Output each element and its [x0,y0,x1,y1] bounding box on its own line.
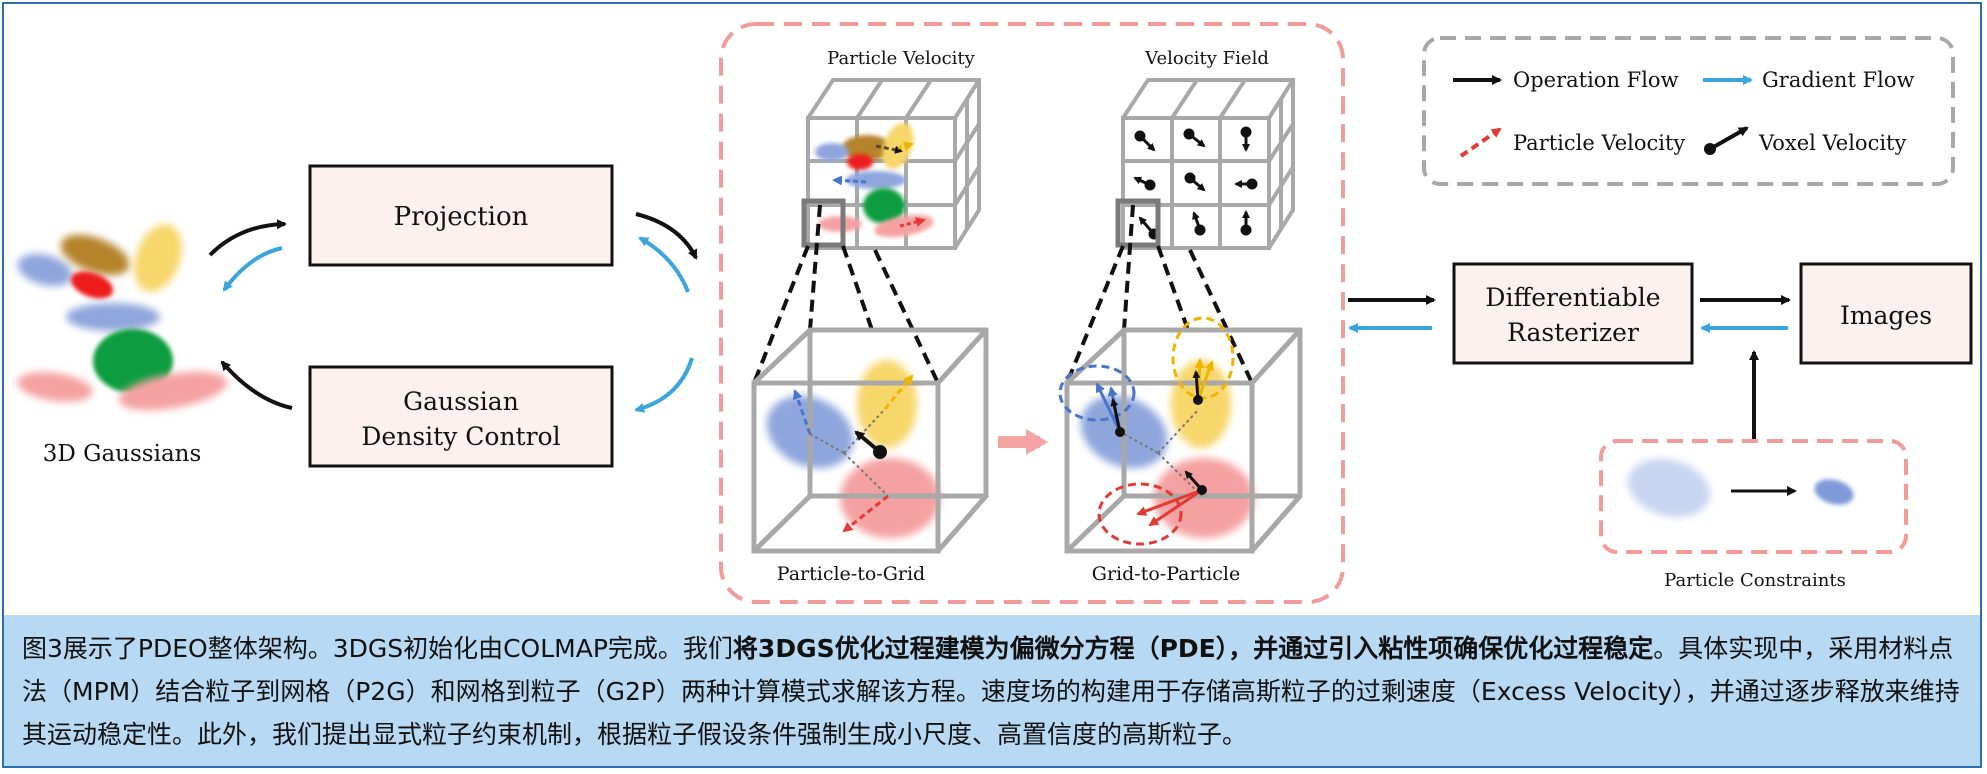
p2g-zoom-lines [752,204,940,384]
p2g-cube [751,327,989,554]
op-arrow-to-gaussians [220,360,293,410]
density-control-box [308,365,614,468]
grad-arrow-to-gaussians [222,246,283,292]
figure-caption: 图3展示了PDEO整体架构。3DGS初始化由COLMAP完成。我们将3DGS优化… [4,615,1980,766]
voxel-velocity-arrows [1133,126,1258,240]
caption-part1: 图3展示了PDEO整体架构。3DGS初始化由COLMAP完成。我们 [22,634,733,663]
legend-voxel-velocity-label: Voxel Velocity [1758,131,1906,155]
images-box [1799,262,1973,365]
projection-box [308,164,614,267]
legend-voxel-arrow [1709,126,1749,151]
small-gaussian [1814,479,1854,505]
legend-frame [1422,36,1955,186]
density-control-label-line2: Density Control [361,422,560,451]
rasterizer-label-line1: Differentiable [1485,283,1660,312]
legend-particle-velocity-arrow [1459,127,1502,158]
particle-velocity-title: Particle Velocity [827,48,976,69]
legend-particle-velocity-label: Particle Velocity [1513,131,1685,155]
density-control-label-line1: Gaussian [403,387,519,416]
caption-bold: 将3DGS优化过程建模为偏微分方程（PDE），并通过引入粘性项确保优化过程稳定 [732,634,1654,663]
gaussian-cluster [17,224,228,411]
images-label: Images [1840,301,1932,330]
selected-voxel-highlight [1115,198,1161,248]
grad-arrow-to-projection [638,236,690,293]
caption-part2: 。具体实现中，采用材料点法（MPM）结合粒子到网格（P2G）和网格到粒子（G2P… [22,634,1960,749]
rasterizer-label-line2: Rasterizer [1507,318,1639,347]
particle-constraints-frame [1599,439,1908,554]
op-arrow-to-projection [208,219,287,257]
projection-label: Projection [394,202,529,232]
legend-operation-label: Operation Flow [1513,68,1679,92]
architecture-diagram: 3D Gaussians Projection Gaussian Density… [17,22,1973,604]
gaussians-label: 3D Gaussians [43,441,202,467]
g2p-zoom-lines [1065,204,1254,384]
large-gaussian [1627,458,1711,518]
rasterizer-box [1452,262,1694,365]
particle-constraints-label: Particle Constraints [1664,570,1846,591]
g2p-label: Grid-to-Particle [1092,563,1240,585]
op-arrow-to-mpm [635,212,698,260]
mpm-frame [719,22,1345,604]
velocity-field-cube [1121,78,1295,250]
particle-grid-contents [801,122,934,248]
p2g-label: Particle-to-Grid [777,563,925,585]
grad-arrow-to-density [634,357,694,413]
velocity-field-title: Velocity Field [1144,48,1269,69]
g2p-cube [1058,316,1303,554]
legend-gradient-label: Gradient Flow [1762,68,1914,92]
